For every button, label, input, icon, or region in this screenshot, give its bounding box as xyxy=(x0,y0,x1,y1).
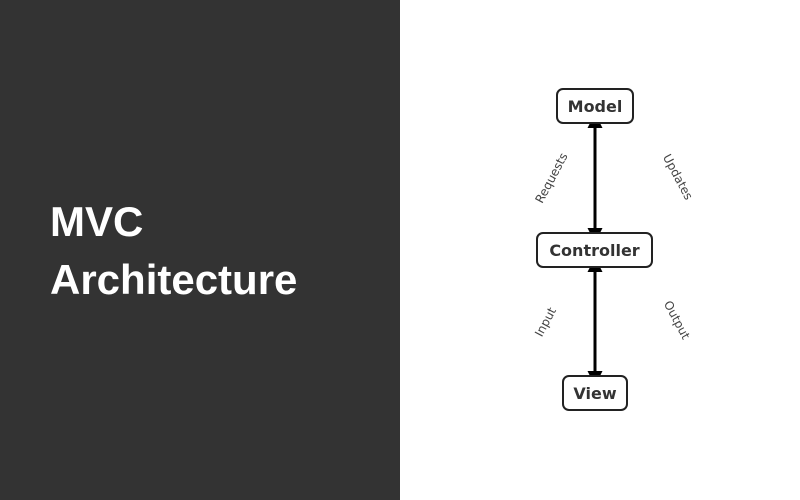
view-node: View xyxy=(562,375,628,411)
title-line-1: MVC xyxy=(50,198,144,245)
title-line-2: Architecture xyxy=(50,256,298,303)
controller-node: Controller xyxy=(536,232,653,268)
title-panel: MVC Architecture xyxy=(0,0,400,500)
page-title: MVC Architecture xyxy=(50,193,297,309)
model-node: Model xyxy=(556,88,634,124)
